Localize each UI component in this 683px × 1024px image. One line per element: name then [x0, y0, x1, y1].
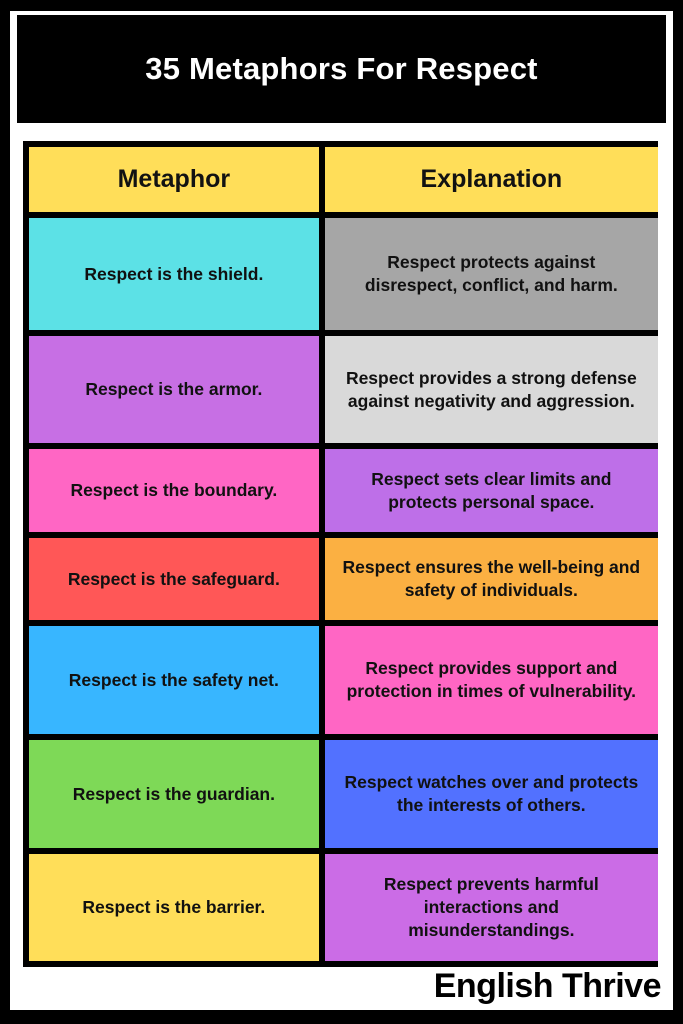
metaphor-cell: Respect is the shield. [29, 218, 319, 330]
column-header-metaphor: Metaphor [29, 147, 319, 212]
explanation-cell: Respect protects against disrespect, con… [324, 218, 658, 330]
metaphor-cell: Respect is the barrier. [29, 854, 319, 961]
metaphor-cell: Respect is the armor. [29, 336, 319, 443]
metaphors-table: Metaphor Explanation Respect is the shie… [23, 141, 658, 967]
brand-name: English Thrive [433, 967, 662, 1005]
explanation-cell: Respect prevents harmful interactions an… [324, 854, 658, 961]
column-header-explanation: Explanation [324, 147, 658, 212]
page-title: 35 Metaphors For Respect [145, 51, 538, 86]
explanation-cell: Respect sets clear limits and protects p… [324, 449, 658, 532]
explanation-cell: Respect provides a strong defense agains… [324, 336, 658, 443]
brand-footer: English Thrive [433, 967, 662, 1006]
metaphor-cell: Respect is the boundary. [29, 449, 319, 532]
metaphor-cell: Respect is the guardian. [29, 740, 319, 848]
page-frame: 35 Metaphors For Respect Metaphor Explan… [10, 11, 673, 1010]
metaphor-cell: Respect is the safeguard. [29, 538, 319, 620]
explanation-cell: Respect watches over and protects the in… [324, 740, 658, 848]
metaphor-cell: Respect is the safety net. [29, 626, 319, 734]
explanation-cell: Respect provides support and protection … [324, 626, 658, 734]
title-banner: 35 Metaphors For Respect [17, 15, 666, 123]
explanation-cell: Respect ensures the well-being and safet… [324, 538, 658, 620]
